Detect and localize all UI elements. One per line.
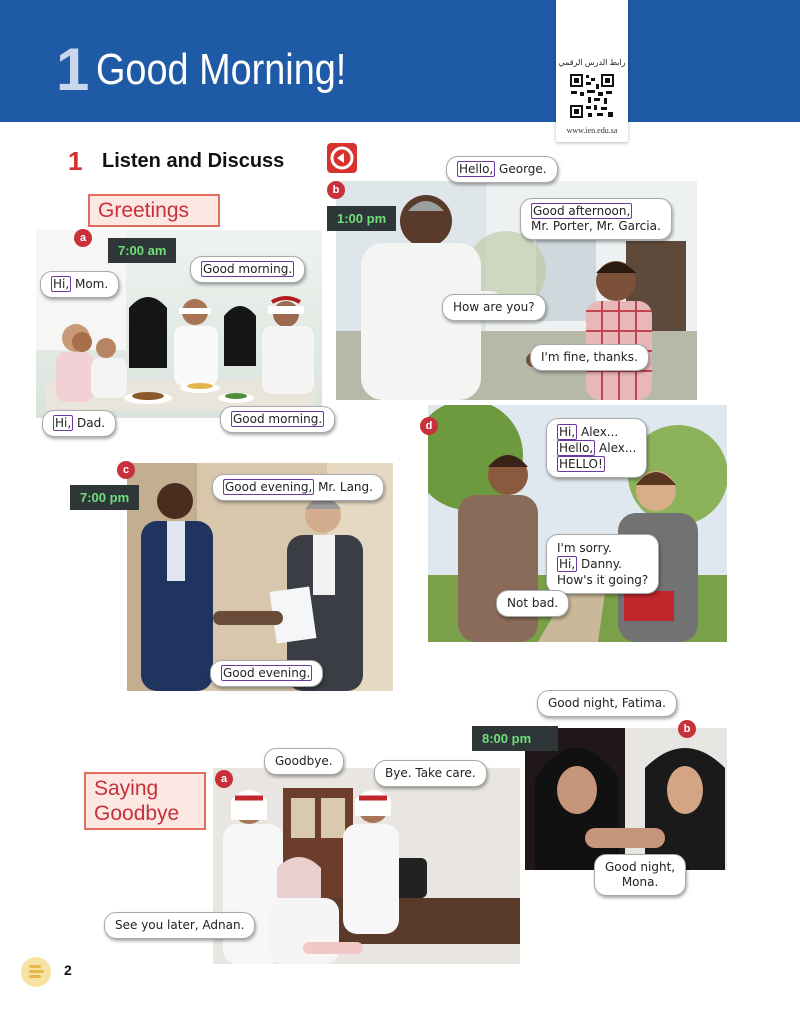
photo-women-goodnight [525, 728, 727, 870]
speech-bubble: I'm sorry. Hi, Danny. How's it going? [546, 534, 660, 594]
speech-bubble: Not bad. [496, 590, 570, 617]
scene-badge: b [327, 181, 345, 199]
bubble-text: How's it going? [557, 573, 649, 587]
speech-bubble: Good night, Mona. [594, 854, 687, 896]
unit-header-banner [0, 0, 800, 122]
time-label: 1:00 pm [327, 206, 397, 231]
speech-bubble: Hi, Mom. [40, 271, 120, 298]
unit-number: 1 [56, 36, 90, 103]
highlighted-greeting: Good evening. [221, 665, 313, 681]
greetings-label: Greetings [88, 194, 220, 228]
highlighted-greeting: Hi, [51, 276, 72, 292]
bubble-text: Mr. Porter, Mr. Garcia. [531, 219, 661, 233]
time-label: 7:00 am [108, 238, 177, 263]
bubble-text: George. [495, 162, 547, 176]
label-line: Saying [94, 777, 159, 800]
bubble-text: Alex... [595, 441, 637, 455]
bubble-text: I'm sorry. [557, 541, 612, 555]
saying-goodbye-label: Saying Goodbye [84, 772, 206, 831]
speech-bubble: See you later, Adnan. [104, 912, 256, 939]
qr-url: www.ien.edu.sa [566, 126, 618, 135]
scene-badge: a [74, 229, 92, 247]
bubble-text: Alex... [577, 425, 619, 439]
highlighted-greeting: Hello, [557, 440, 596, 456]
photo-teenagers [428, 405, 727, 642]
scene-badge: c [117, 461, 135, 479]
photo-businessmen [127, 463, 393, 691]
highlighted-greeting: HELLO! [557, 456, 605, 472]
section-title: Listen and Discuss [102, 150, 285, 172]
qr-label: رابط الدرس الرقمي [558, 58, 626, 67]
speech-bubble: Hello, George. [446, 156, 558, 183]
speech-bubble: Good evening, Mr. Lang. [212, 474, 384, 501]
audio-play-icon[interactable] [326, 142, 358, 174]
highlighted-greeting: Good evening, [223, 479, 315, 495]
speech-bubble: Goodbye. [264, 748, 344, 775]
qr-code-icon[interactable] [568, 72, 616, 120]
speech-bubble: Good morning. [220, 406, 336, 433]
highlighted-greeting: Hi, [53, 415, 74, 431]
highlighted-greeting: Hi, [557, 424, 578, 440]
speech-bubble: Good night, Fatima. [537, 690, 677, 717]
speech-bubble: How are you? [442, 294, 546, 321]
section-number: 1 [68, 146, 83, 176]
speech-bubble: I'm fine, thanks. [530, 344, 649, 371]
bubble-text: Good night, [605, 860, 676, 874]
scene-badge: a [215, 770, 233, 788]
bubble-text: Mr. Lang. [314, 480, 373, 494]
speech-bubble: Good evening. [210, 660, 324, 687]
publisher-logo-icon [21, 957, 51, 987]
scene-badge: d [420, 417, 438, 435]
bubble-text: Mom. [71, 277, 109, 291]
page-number: 2 [64, 962, 72, 978]
highlighted-greeting: Good morning. [231, 411, 325, 427]
speech-bubble: Good afternoon,Mr. Porter, Mr. Garcia. [520, 198, 672, 240]
photo-office-goodbye [213, 768, 520, 964]
digital-lesson-panel[interactable]: رابط الدرس الرقمي www.ien.edu.sa [556, 0, 628, 142]
highlighted-greeting: Hello, [457, 161, 496, 177]
scene-badge: b [678, 720, 696, 738]
speech-bubble: Hi, Alex... Hello, Alex... HELLO! [546, 418, 648, 478]
highlighted-greeting: Hi, [557, 556, 578, 572]
time-label: 8:00 pm [472, 726, 558, 751]
bubble-text: Danny. [577, 557, 622, 571]
bubble-text: Dad. [73, 416, 106, 430]
unit-title: Good Morning! [96, 45, 347, 94]
time-label: 7:00 pm [70, 485, 140, 510]
speech-bubble: Bye. Take care. [374, 760, 487, 787]
speech-bubble: Hi, Dad. [42, 410, 117, 437]
speech-bubble: Good morning. [190, 256, 306, 283]
highlighted-greeting: Good morning. [201, 261, 295, 277]
highlighted-greeting: Good afternoon, [531, 203, 633, 219]
label-line: Goodbye [94, 802, 180, 826]
bubble-text: Mona. [621, 875, 659, 889]
